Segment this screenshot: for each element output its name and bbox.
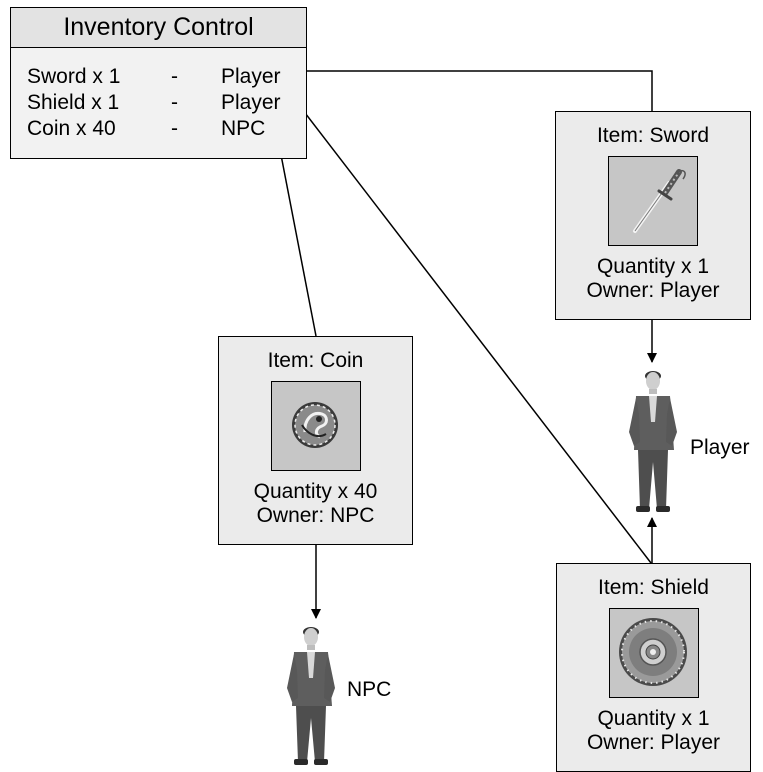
item-card-owner: Owner: NPC [256, 504, 375, 527]
inventory-row-item: Coin x 40 [27, 117, 116, 140]
item-thumbnail [608, 156, 698, 246]
inventory-row-owner: NPC [221, 117, 266, 140]
item-card-title: Item: Shield [598, 576, 709, 599]
inventory-control-title: Inventory Control [11, 8, 306, 48]
connector-coin [275, 128, 317, 337]
inventory-row-owner: Player [221, 91, 281, 114]
inventory-row-sword: Sword x 1 - Player [11, 63, 306, 91]
sword-icon [633, 169, 686, 233]
inventory-row-coin: Coin x 40 - NPC [11, 115, 306, 143]
inventory-row-separator: - [171, 117, 178, 140]
npc-character-icon [287, 627, 335, 765]
item-card-owner: Owner: Player [586, 731, 721, 754]
item-card-title: Item: Coin [267, 349, 364, 372]
inventory-row-owner: Player [221, 65, 281, 88]
item-card-owner: Owner: Player [586, 279, 720, 302]
connector-sword [299, 70, 653, 111]
inventory-control-panel: Inventory Control Sword x 1 - Player Shi… [10, 7, 307, 159]
player-label: Player [690, 436, 750, 459]
item-card-quantity: Quantity x 40 [253, 480, 378, 503]
item-thumbnail [270, 381, 361, 471]
inventory-row-item: Sword x 1 [27, 65, 121, 88]
player-character-icon [629, 371, 677, 512]
inventory-row-separator: - [171, 91, 178, 114]
item-thumbnail [608, 608, 699, 698]
inventory-row-separator: - [171, 65, 178, 88]
item-card-quantity: Quantity x 1 [597, 707, 710, 730]
connector-shield [301, 108, 652, 564]
inventory-row-item: Shield x 1 [27, 91, 120, 114]
item-card-shield: Item: Shield Quantity x 1 Owner: Player [556, 563, 751, 772]
item-card-sword: Item: Sword Quantity x 1 Owner: Player [555, 111, 751, 320]
item-card-title: Item: Sword [596, 124, 710, 147]
coin-icon [291, 402, 338, 448]
npc-label: NPC [347, 678, 392, 701]
inventory-row-shield: Shield x 1 - Player [11, 89, 306, 117]
shield-icon [618, 618, 687, 686]
item-card-quantity: Quantity x 1 [596, 255, 710, 278]
item-card-coin: Item: Coin Quantity x 40 Owner: NPC [218, 336, 413, 545]
